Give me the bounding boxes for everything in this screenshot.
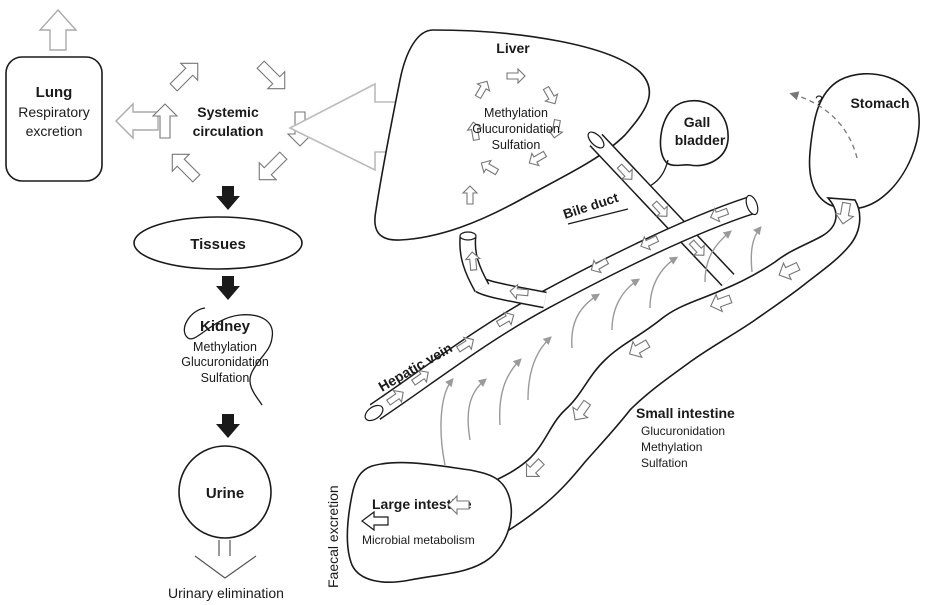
circ-arrow-1 [169,62,199,92]
circ-arrow-6 [151,103,179,139]
systemic-label-2: circulation [193,123,264,139]
circ-arrow-4 [258,151,288,181]
small-intestine-method-1: Glucuronidation [641,424,725,438]
to-lung-arrow [115,102,159,140]
stomach-shape [808,72,920,210]
cystic-duct [649,159,669,187]
kidney-method-2: Glucuronidation [181,355,269,369]
urinary-arrow [194,540,257,579]
liver-method-3: Sulfation [492,138,541,152]
large-intestine-shape [346,461,513,583]
liver-cycle-arrows [461,67,564,205]
small-intestine-arrows [525,201,855,478]
stomach-absorption-dashed [789,91,858,159]
liver-method-1: Methylation [484,106,548,120]
large-intestine-method-1: Microbial metabolism [362,533,475,547]
urinary-elimination-label: Urinary elimination [168,585,284,601]
bile-duct-arrows [616,163,705,256]
kidney-shape [183,307,274,406]
urine-circle [178,445,272,539]
small-intestine-label: Small intestine [636,405,735,421]
faecal-excretion-label: Faecal excretion [325,485,341,588]
kidney-method-1: Methylation [193,340,257,354]
lung-subtitle-2: excretion [26,123,83,139]
absorption-curves [440,226,762,466]
circulation-ring [151,60,314,183]
large-intestine-arrow-2 [361,510,389,532]
bile-duct-label: Bile duct [561,190,620,222]
bile-duct-pointer [567,208,629,225]
systemic-label-1: Systemic [197,104,259,120]
large-intestine-arrow-1 [447,494,470,516]
stomach-label: Stomach [850,95,909,111]
urine-label: Urine [206,485,244,502]
liver-shape [374,29,651,241]
down-arrow-1 [216,186,240,210]
lung-box [5,56,103,182]
small-intestine-method-3: Sulfation [641,456,688,470]
liver-method-2: Glucuronidation [472,122,560,136]
down-arrow-3 [216,414,240,438]
liver-label: Liver [496,40,530,56]
circ-arrow-2 [256,60,286,90]
gall-label-2: bladder [675,132,726,148]
tissues-label: Tissues [190,236,246,253]
small-intestine-method-2: Methylation [641,440,702,454]
lung-subtitle-1: Respiratory [18,104,90,120]
kidney-label: Kidney [200,318,251,335]
gall-bladder-shape [659,100,729,167]
down-arrow-2 [216,276,240,300]
small-intestine-shape [479,197,861,542]
lung-title: Lung [36,84,73,101]
up-exhale-arrow [38,8,78,51]
circ-arrow-5 [171,153,201,183]
tissues-ellipse [133,216,303,270]
gall-label-1: Gall [684,114,710,130]
kidney-method-3: Sulfation [201,371,250,385]
vein-flow-arrows [385,207,730,406]
large-intestine-label: Large intestine [372,496,472,512]
question-mark: ? [815,92,823,108]
